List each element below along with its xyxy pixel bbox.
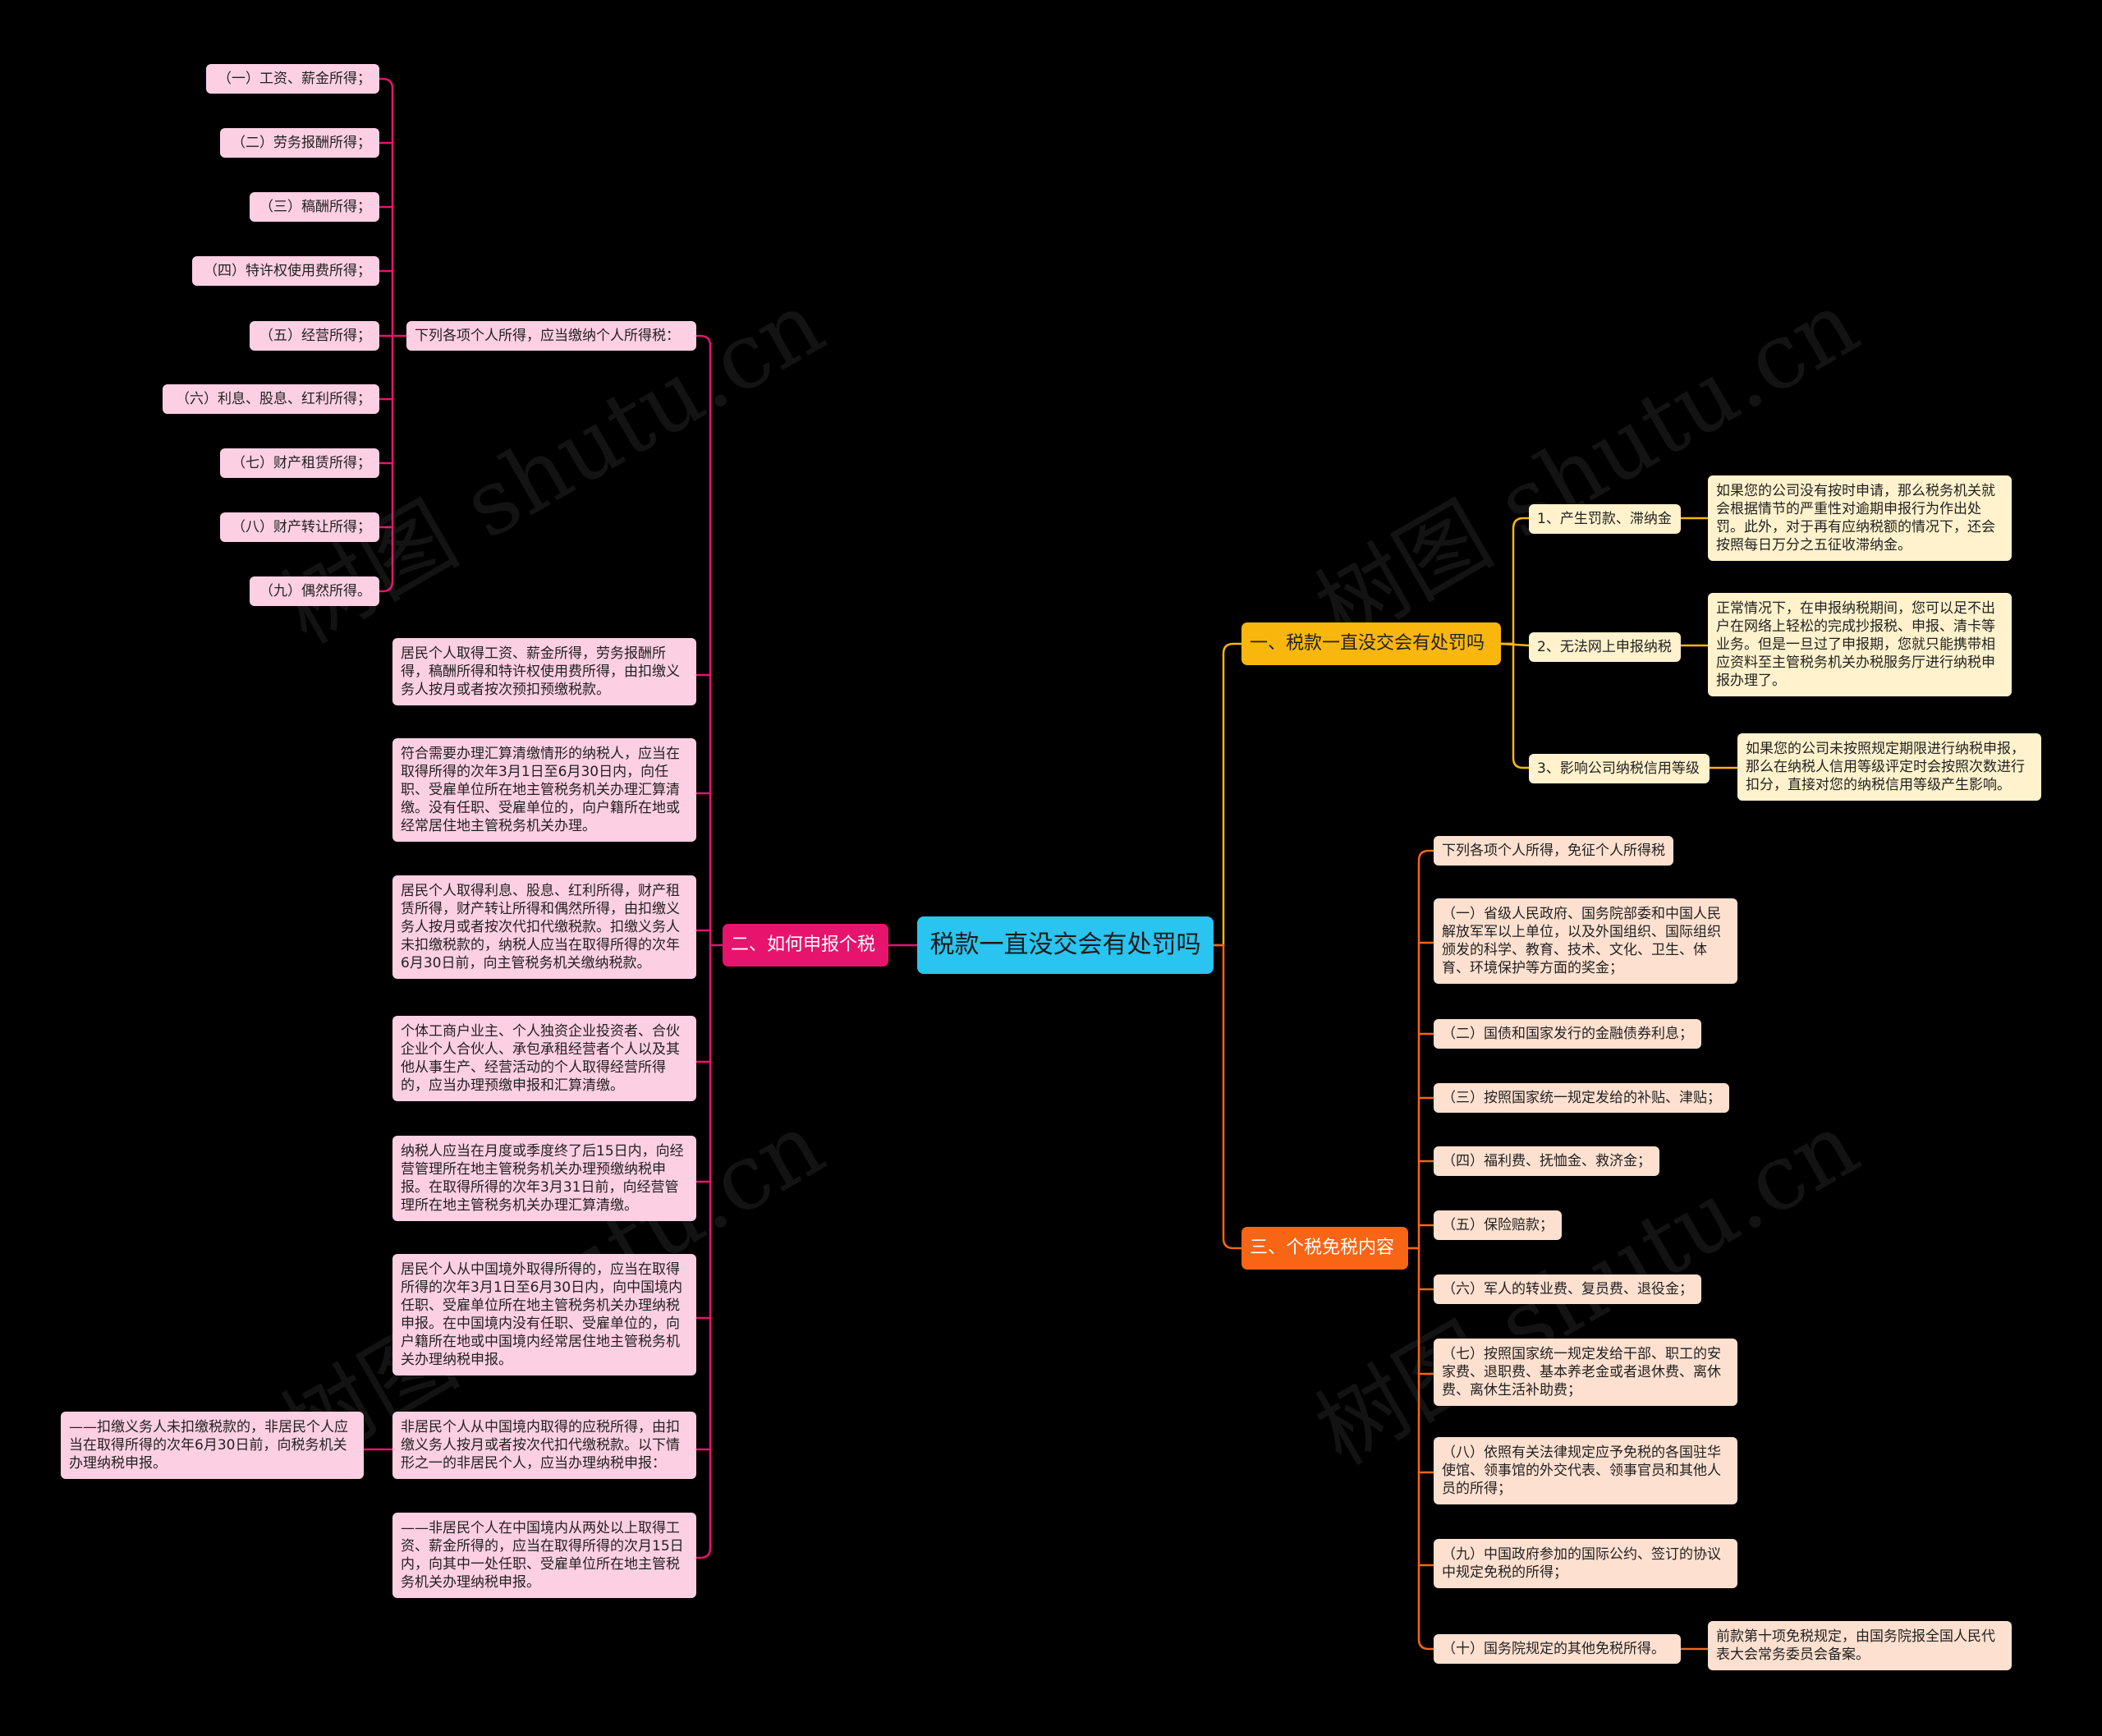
income-item[interactable]: （四）特许权使用费所得； — [192, 256, 379, 286]
filing-paragraph[interactable]: 居民个人从中国境外取得所得的，应当在取得所得的次年3月1日至6月30日内，向中国… — [392, 1254, 696, 1375]
exemption-item[interactable]: （九）中国政府参加的国际公约、签订的协议中规定免税的所得； — [1434, 1539, 1737, 1588]
penalty-item[interactable]: 1、产生罚款、滞纳金 — [1529, 504, 1681, 534]
exemption-item[interactable]: （八）依照有关法律规定应予免税的各国驻华使馆、领事馆的外交代表、领事官员和其他人… — [1434, 1437, 1737, 1504]
filing-paragraph[interactable]: 个体工商户业主、个人独资企业投资者、合伙企业个人合伙人、承包承租经营者个人以及其… — [392, 1016, 696, 1101]
exemption-item[interactable]: （七）按照国家统一规定发给干部、职工的安家费、退职费、基本养老金或者退休费、离休… — [1434, 1339, 1737, 1406]
filing-paragraph[interactable]: 纳税人应当在月度或季度终了后15日内，向经营管理所在地主管税务机关办理预缴纳税申… — [392, 1136, 696, 1221]
exemption-item[interactable]: （三）按照国家统一规定发给的补贴、津贴； — [1434, 1083, 1729, 1113]
income-item[interactable]: （八）财产转让所得； — [220, 512, 379, 542]
penalty-detail: 正常情况下，在申报纳税期间，您可以足不出户在网络上轻松的完成抄报税、申报、清卡等… — [1708, 593, 2012, 696]
branch-filing[interactable]: 二、如何申报个税 — [723, 924, 888, 967]
filing-paragraph[interactable]: 居民个人取得工资、薪金所得，劳务报酬所得，稿酬所得和特许权使用费所得，由扣缴义务… — [392, 638, 696, 705]
exemption-item[interactable]: （四）福利费、抚恤金、救济金； — [1434, 1146, 1659, 1176]
exemption-item[interactable]: 下列各项个人所得，免征个人所得税 — [1434, 836, 1673, 866]
income-intro[interactable]: 下列各项个人所得，应当缴纳个人所得税： — [406, 321, 696, 351]
exemption-item[interactable]: （十）国务院规定的其他免税所得。 — [1434, 1634, 1681, 1664]
income-item[interactable]: （五）经营所得； — [250, 321, 379, 351]
exemption-item[interactable]: （五）保险赔款； — [1434, 1210, 1562, 1240]
income-item[interactable]: （一）工资、薪金所得； — [206, 64, 379, 94]
penalty-detail: 如果您的公司未按照规定期限进行纳税申报，那么在纳税人信用等级评定时会按照次数进行… — [1737, 733, 2041, 801]
filing-sub-note[interactable]: ——扣缴义务人未扣缴税款的，非居民个人应当在取得所得的次年6月30日前，向税务机… — [61, 1412, 364, 1479]
root-topic[interactable]: 税款一直没交会有处罚吗 — [917, 916, 1214, 974]
filing-paragraph[interactable]: ——非居民个人在中国境内从两处以上取得工资、薪金所得的，应当在取得所得的次月15… — [392, 1513, 696, 1598]
income-item[interactable]: （三）稿酬所得； — [250, 192, 379, 222]
filing-paragraph[interactable]: 居民个人取得利息、股息、红利所得，财产租赁所得，财产转让所得和偶然所得，由扣缴义… — [392, 875, 696, 979]
income-item[interactable]: （二）劳务报酬所得； — [220, 128, 379, 158]
penalty-item[interactable]: 2、无法网上申报纳税 — [1529, 632, 1681, 662]
income-item[interactable]: （九）偶然所得。 — [250, 576, 379, 606]
penalty-item[interactable]: 3、影响公司纳税信用等级 — [1529, 754, 1710, 783]
filing-paragraph[interactable]: 符合需要办理汇算清缴情形的纳税人，应当在取得所得的次年3月1日至6月30日内，向… — [392, 738, 696, 842]
exemption-item[interactable]: （六）军人的转业费、复员费、退役金； — [1434, 1274, 1701, 1304]
income-item[interactable]: （六）利息、股息、红利所得； — [163, 384, 379, 414]
filing-paragraph[interactable]: 非居民个人从中国境内取得的应税所得，由扣缴义务人按月或者按次代扣代缴税款。以下情… — [392, 1412, 696, 1479]
branch-exemption[interactable]: 三、个税免税内容 — [1241, 1227, 1408, 1270]
penalty-detail: 如果您的公司没有按时申请，那么税务机关就会根据情节的严重性对逾期申报行为作出处罚… — [1708, 475, 2012, 561]
exemption-item[interactable]: （一）省级人民政府、国务院部委和中国人民解放军军以上单位，以及外国组织、国际组织… — [1434, 898, 1737, 984]
exemption-note: 前款第十项免税规定，由国务院报全国人民代表大会常务委员会备案。 — [1708, 1621, 2012, 1670]
income-item[interactable]: （七）财产租赁所得； — [220, 448, 379, 478]
exemption-item[interactable]: （二）国债和国家发行的金融债券利息； — [1434, 1019, 1701, 1049]
branch-penalty[interactable]: 一、税款一直没交会有处罚吗 — [1241, 622, 1501, 665]
